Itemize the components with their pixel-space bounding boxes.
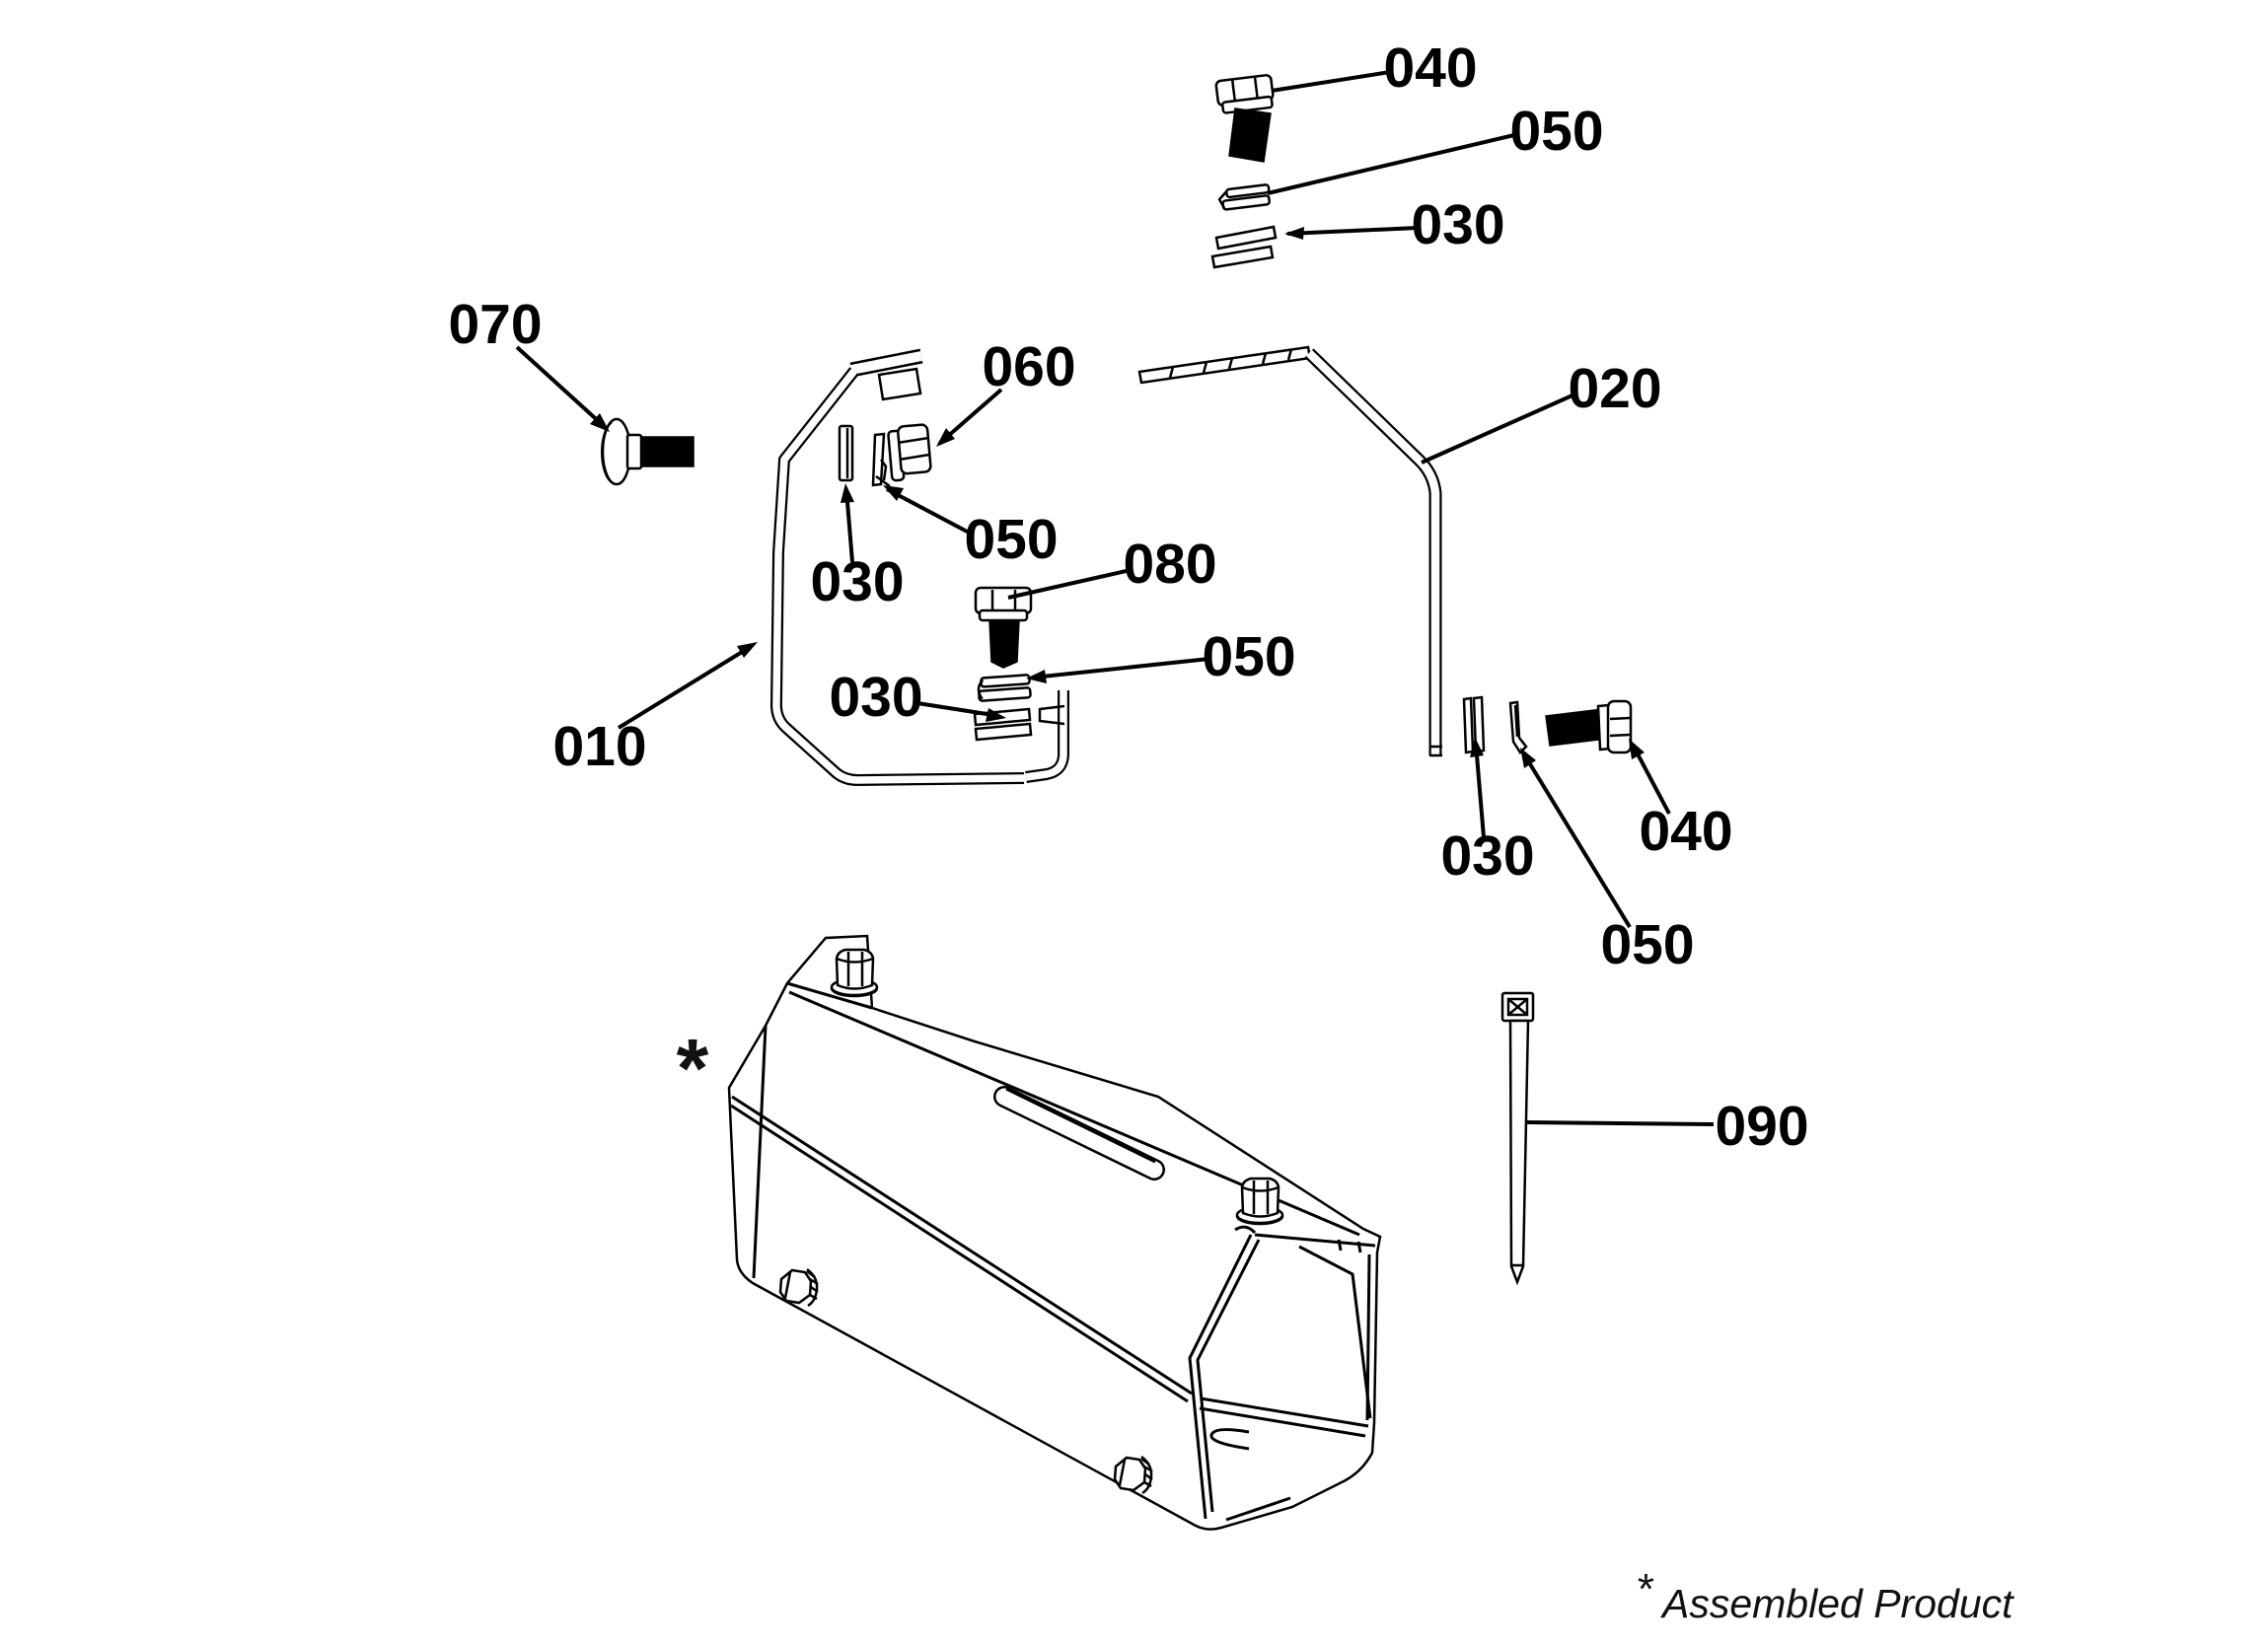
assembled-product-asterisk: * [677,1022,709,1114]
carriage-bolt-070 [600,417,695,486]
retainer-clip-050-mid-left [871,432,891,488]
housing-top-bolt-right [1235,1177,1284,1226]
support-rod-020 [1137,345,1442,757]
strip-shims-030-top [1210,225,1278,269]
bracket-010 [769,348,1069,786]
strip-shim-030-mid-upper [838,424,854,482]
flange-nut-060 [887,423,932,482]
retainer-clip-050-right [1508,700,1528,754]
callout-labels: 040 050 030 070 060 050 030 010 080 050 … [448,36,1808,1158]
callout-050-top: 050 [1509,100,1603,163]
callout-030-right: 030 [1440,824,1534,888]
assembled-cover-housing [727,934,1382,1531]
callout-030-mid-upper: 030 [810,550,904,613]
callout-050-mid-right: 050 [1202,625,1295,688]
callout-030-top: 030 [1411,193,1504,256]
cable-tie-090 [1500,991,1535,1286]
callout-070: 070 [448,293,542,356]
callout-050-mid-left: 050 [964,508,1058,571]
callout-020: 020 [1568,357,1661,420]
footnote: * Assembled Product [1636,1565,2014,1626]
footnote-marker-icon: * [1636,1565,1654,1613]
hex-flange-bolt-040-top [1214,74,1275,163]
housing-side-bolt-left [778,1267,819,1308]
retainer-clip-050-mid-right [977,674,1032,702]
callout-040-right: 040 [1639,800,1732,863]
callout-030-mid-lower: 030 [829,666,922,729]
leader-lines [515,70,1715,1126]
callout-060: 060 [982,335,1075,398]
housing-side-bolt-bottom [1113,1455,1153,1495]
callout-050-right: 050 [1600,913,1694,976]
hex-flange-bolt-040-right [1545,699,1633,754]
callout-010: 010 [552,715,646,778]
hex-flange-bolt-080 [974,586,1033,669]
callout-080: 080 [1123,533,1216,596]
callout-040-top: 040 [1383,36,1477,100]
callout-090: 090 [1715,1095,1808,1158]
footnote-text: Assembled Product [1659,1581,2014,1626]
housing-top-bolt-left [830,948,879,998]
retainer-clip-050-top [1217,183,1271,211]
